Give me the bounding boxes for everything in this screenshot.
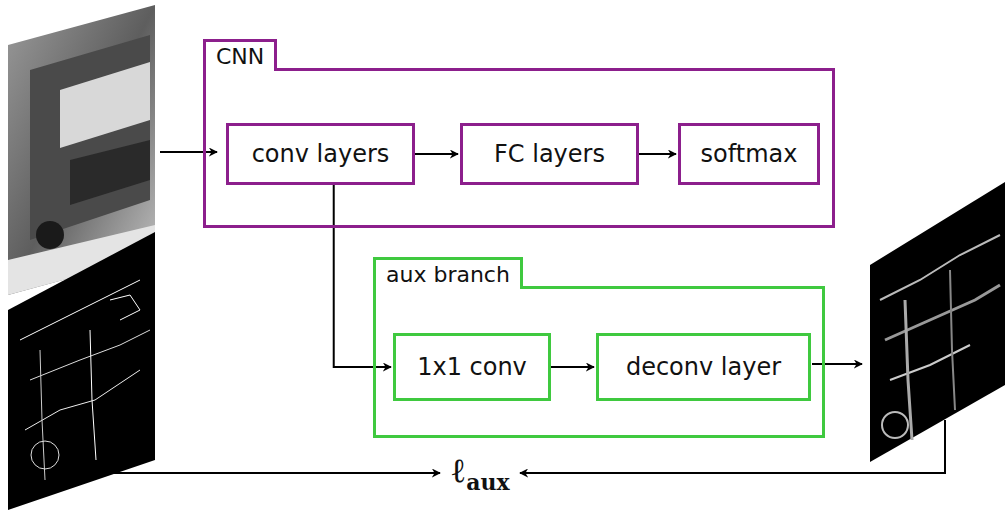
loss-input-line [80, 472, 440, 474]
predicted-edge-image [870, 182, 1005, 462]
flow-arrow [639, 153, 676, 155]
loss-output-line [520, 420, 945, 473]
output-arrow [812, 363, 862, 365]
process-box: FC layers [460, 123, 639, 185]
group-heading: CNN [203, 39, 277, 71]
box-label: softmax [701, 140, 798, 168]
network-box: CNNconv layersFC layerssoftmax [203, 68, 835, 228]
process-box: conv layers [226, 123, 415, 185]
group-heading: aux branch [373, 257, 523, 289]
loss-symbol: ℓ [450, 450, 466, 490]
box-label: deconv layer [626, 353, 781, 381]
flow-arrow [551, 366, 594, 368]
box-label: 1x1 conv [417, 353, 527, 381]
box-label: FC layers [494, 140, 605, 168]
loss-label: ℓaux [446, 450, 514, 490]
branch-box: aux branch1x1 convdeconv layer [373, 286, 825, 438]
loss-subscript: aux [466, 469, 509, 495]
process-box: softmax [678, 123, 820, 185]
process-box: 1x1 conv [393, 333, 551, 401]
process-box: deconv layer [596, 333, 811, 401]
edge-map-image [8, 232, 155, 510]
flow-arrow [415, 153, 458, 155]
input-arrow [160, 151, 217, 153]
box-label: conv layers [252, 140, 390, 168]
